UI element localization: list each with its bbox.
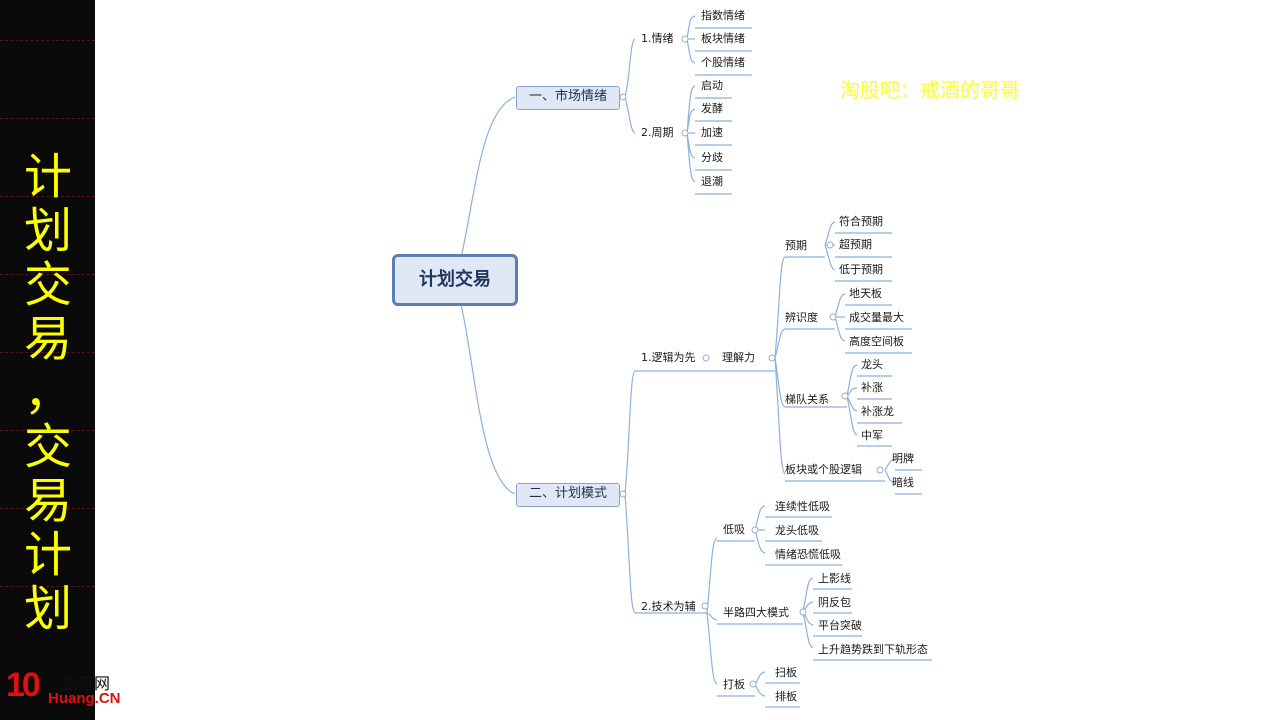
node-exceeds-expectation[interactable]: 超预期 (839, 238, 872, 251)
node-core-army[interactable]: 中军 (861, 429, 883, 442)
divider (0, 508, 95, 509)
node-sector-logic[interactable]: 板块或个股逻辑 (785, 463, 862, 476)
node-tier-relation[interactable]: 梯队关系 (785, 393, 829, 406)
node-cycle-diverge[interactable]: 分歧 (701, 151, 723, 164)
connector-lines (459, 15, 932, 708)
node-cycle-start[interactable]: 启动 (701, 79, 723, 92)
branch-market-sentiment[interactable]: 一、市场情绪 (516, 86, 620, 110)
vertical-title-char: 交 (23, 257, 72, 313)
node-max-volume[interactable]: 成交量最大 (849, 311, 904, 324)
node-sentiment[interactable]: 1.情绪 (641, 32, 674, 45)
node-uptrend-lower-rail[interactable]: 上升趋势跌到下轨形态 (818, 643, 928, 656)
vertical-title-char: 易 (23, 473, 72, 529)
node-cycle-recede[interactable]: 退潮 (701, 175, 723, 188)
node-tech-assist[interactable]: 2.技术为辅 (641, 600, 696, 613)
node-platform-breakout[interactable]: 平台突破 (818, 619, 862, 632)
node-hidden-line[interactable]: 暗线 (892, 476, 914, 489)
node-ground-to-sky[interactable]: 地天板 (849, 287, 882, 300)
node-low-buy[interactable]: 低吸 (723, 523, 745, 536)
vertical-title-char: 划 (23, 203, 72, 259)
watermark-text: 淘股吧：戒酒的哥哥 (840, 78, 1020, 102)
node-board-hit[interactable]: 打板 (723, 678, 745, 691)
divider (0, 352, 95, 353)
node-catch-up-leader[interactable]: 补涨龙 (861, 405, 894, 418)
node-meets-expectation[interactable]: 符合预期 (839, 215, 883, 228)
node-cycle-ferment[interactable]: 发酵 (701, 102, 723, 115)
vertical-title: 计划交易，交易计划 (18, 150, 78, 636)
node-catch-up[interactable]: 补涨 (861, 381, 883, 394)
node-cycle-accelerate[interactable]: 加速 (701, 126, 723, 139)
node-logic-first[interactable]: 1.逻辑为先 (641, 351, 696, 364)
node-open-card[interactable]: 明牌 (892, 452, 914, 465)
node-expectation[interactable]: 预期 (785, 239, 807, 252)
node-cycle[interactable]: 2.周期 (641, 126, 674, 139)
vertical-title-char: 计 (23, 527, 72, 583)
node-height-board[interactable]: 高度空间板 (849, 335, 904, 348)
divider (0, 196, 95, 197)
divider (0, 586, 95, 587)
vertical-title-char: 划 (23, 581, 72, 637)
logo-cn-text: 拾荒网 (62, 674, 111, 693)
vertical-title-char: 计 (23, 149, 72, 205)
divider (0, 118, 95, 119)
node-bearish-engulf[interactable]: 阴反包 (818, 596, 851, 609)
node-understanding[interactable]: 理解力 (722, 351, 755, 364)
node-sector-sentiment[interactable]: 板块情绪 (701, 32, 745, 45)
node-queue-board[interactable]: 排板 (775, 690, 797, 703)
vertical-title-char: ， (23, 365, 72, 421)
node-recognizability[interactable]: 辨识度 (785, 311, 818, 324)
left-sidebar: 计划交易，交易计划 (0, 0, 95, 720)
node-upper-shadow[interactable]: 上影线 (818, 572, 851, 585)
node-leader-low-buy[interactable]: 龙头低吸 (775, 524, 819, 537)
logo-en-text: Huang.CN (48, 690, 121, 707)
divider (0, 430, 95, 431)
branch-plan-mode[interactable]: 二、计划模式 (516, 483, 620, 507)
node-stock-sentiment[interactable]: 个股情绪 (701, 56, 745, 69)
node-leader[interactable]: 龙头 (861, 358, 883, 371)
divider (0, 274, 95, 275)
vertical-title-char: 易 (23, 311, 72, 367)
node-continuous-low-buy[interactable]: 连续性低吸 (775, 500, 830, 513)
node-sweep-board[interactable]: 扫板 (775, 666, 797, 679)
divider (0, 40, 95, 41)
vertical-title-char: 交 (23, 419, 72, 475)
node-below-expectation[interactable]: 低于预期 (839, 263, 883, 276)
node-midway-modes[interactable]: 半路四大模式 (723, 606, 789, 619)
node-panic-low-buy[interactable]: 情绪恐慌低吸 (775, 548, 841, 561)
node-index-sentiment[interactable]: 指数情绪 (701, 9, 745, 22)
logo-number: 10 (6, 666, 41, 704)
mindmap-canvas: 淘股吧：戒酒的哥哥 计划交易 一、市场情绪 二、计划模式 1.情绪 指数情绪 板… (95, 0, 1280, 720)
root-node[interactable]: 计划交易 (392, 254, 518, 306)
site-logo: 10 拾荒网 Huang.CN (4, 664, 144, 716)
